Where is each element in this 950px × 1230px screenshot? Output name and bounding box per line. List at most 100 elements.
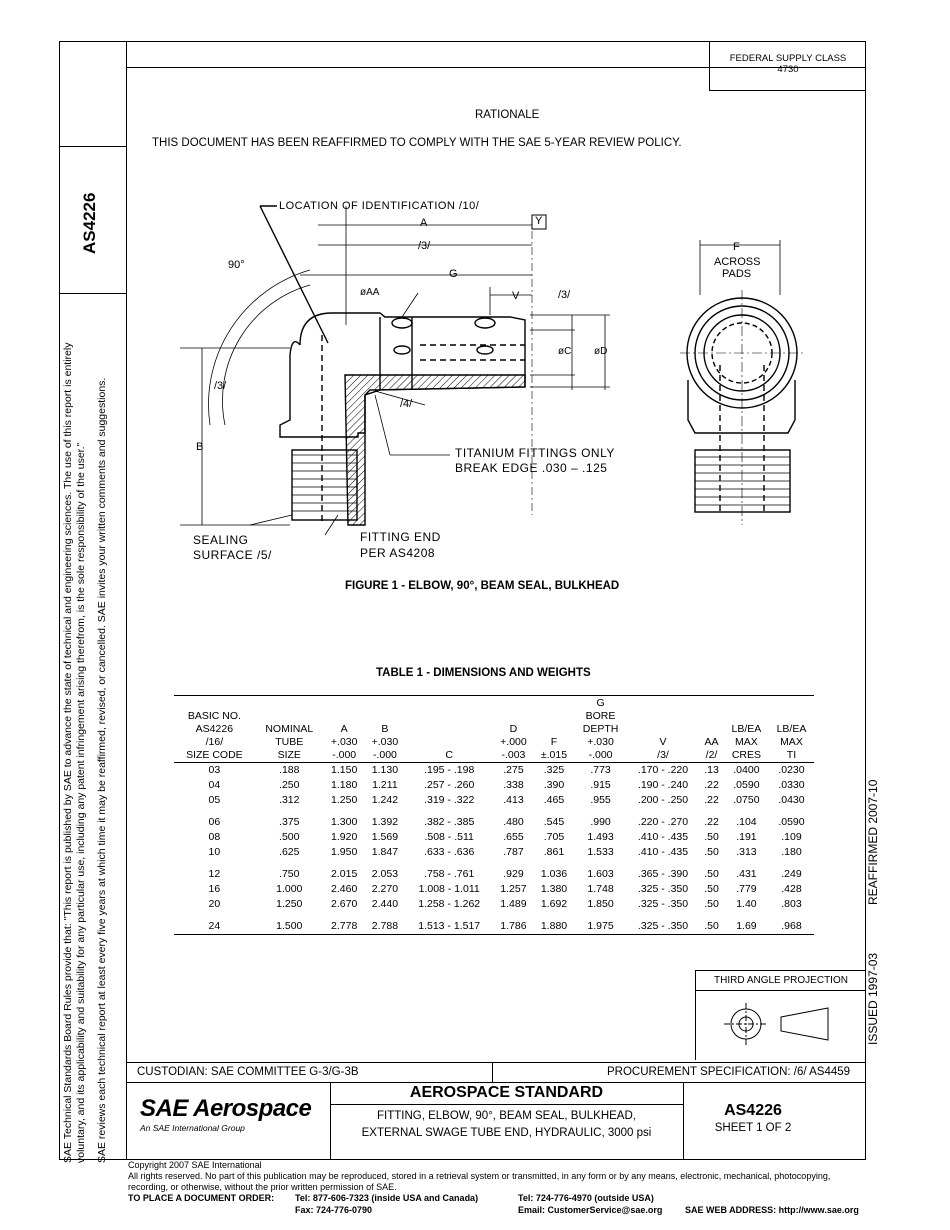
table-cell: .861 — [543, 846, 565, 858]
side-box-top — [59, 146, 126, 147]
table-header-line: -.000 — [588, 749, 613, 761]
table-header-cell: AA/2/ — [699, 697, 724, 763]
standard-heading: AEROSPACE STANDARD — [409, 1084, 604, 1101]
table-header-line: A — [340, 723, 348, 735]
footer-copyright: Copyright 2007 SAE International — [128, 1160, 262, 1170]
label-ref4: /4/ — [400, 398, 413, 410]
table-cell: 1.950 — [331, 846, 358, 858]
table-cell: .968 — [781, 920, 802, 932]
table-cell: 1.513 - 1.517 — [418, 920, 481, 932]
logo-divider — [330, 1082, 331, 1160]
table-title: TABLE 1 - DIMENSIONS AND WEIGHTS — [376, 667, 591, 679]
table-cell: 1.036 — [540, 868, 568, 880]
table-header-line: SIZE CODE — [186, 749, 243, 761]
footer-email[interactable]: Email: CustomerService@sae.org — [518, 1205, 663, 1215]
table-cell: 1.300 — [331, 816, 358, 828]
supply-class-box: FEDERAL SUPPLY CLASS 4730 — [709, 41, 866, 91]
table-cell: .773 — [590, 764, 611, 776]
standard-description-line1: FITTING, ELBOW, 90°, BEAM SEAL, BULKHEAD… — [377, 1110, 636, 1122]
table-cell: .22 — [704, 816, 719, 828]
label-A: A — [420, 217, 428, 229]
table-cell: .545 — [543, 816, 565, 828]
table-cell: 12 — [208, 868, 221, 880]
table-header-cell: B+.030-.000 — [365, 697, 406, 763]
sae-aerospace-logo: SAE Aerospace An SAE International Group — [140, 1096, 312, 1134]
table-cell: 1.500 — [276, 920, 303, 932]
table-cell: .705 — [543, 831, 565, 843]
table-header-line: -.003 — [501, 749, 526, 761]
table-cell: .50 — [704, 846, 719, 858]
table-cell: .779 — [736, 883, 757, 895]
table-header-cell: D+.000-.003 — [493, 697, 534, 763]
table-cell: .275 — [503, 764, 524, 776]
table-cell: .325 — [543, 764, 565, 776]
table-header-cell: A+.030-.000 — [324, 697, 365, 763]
table-header-line: C — [445, 749, 453, 761]
table-cell: 16 — [208, 883, 221, 895]
table-header-line: -.000 — [372, 749, 397, 761]
table-header-line: +.030 — [371, 736, 399, 748]
table-cell: 1.257 — [500, 883, 527, 895]
table-cell: .338 — [503, 779, 524, 791]
table-cell: 03 — [208, 764, 221, 776]
table-cell: .955 — [590, 794, 611, 806]
table-header-cell: F±.015 — [534, 697, 574, 763]
table-cell: .257 - .260 — [424, 779, 475, 791]
supply-class-label: FEDERAL SUPPLY CLASS — [729, 53, 847, 64]
table-cell: 10 — [208, 846, 221, 858]
footer-order-label: TO PLACE A DOCUMENT ORDER: — [128, 1193, 275, 1203]
table-cell: .365 - .390 — [637, 868, 689, 880]
footer-rights-line2: recording, or otherwise, without the pri… — [128, 1182, 397, 1192]
table-cell: 1.180 — [331, 779, 358, 791]
table-cell: .22 — [704, 794, 719, 806]
table-cell: .382 - .385 — [424, 816, 475, 828]
table-header-line: +.030 — [330, 736, 358, 748]
footer-web-address[interactable]: SAE WEB ADDRESS: http://www.sae.org — [685, 1205, 859, 1215]
table-cell: 1.748 — [587, 883, 614, 895]
table-cell: 1.850 — [587, 898, 614, 910]
footer-rights-line1: All rights reserved. No part of this pub… — [128, 1171, 831, 1181]
table-cell: 1.489 — [500, 898, 527, 910]
table-header-cell: V/3/ — [627, 697, 699, 763]
table-cell: 2.788 — [371, 920, 399, 932]
table-cell: .250 — [279, 779, 300, 791]
label-ref3-top: /3/ — [418, 240, 431, 252]
table-cell: .180 — [781, 846, 802, 858]
table-cell: .431 — [736, 868, 757, 880]
table-cell: .0330 — [778, 779, 805, 791]
table-cell: 1.493 — [587, 831, 614, 843]
rationale-text: THIS DOCUMENT HAS BEEN REAFFIRMED TO COM… — [152, 137, 682, 149]
table-cell: .500 — [279, 831, 300, 843]
table-header-line: /2/ — [705, 749, 718, 761]
table-cell: 1.692 — [540, 898, 568, 910]
table-cell: .200 - .250 — [637, 794, 689, 806]
table-cell: .413 — [503, 794, 524, 806]
label-titanium-line1: TITANIUM FITTINGS ONLY — [455, 446, 615, 460]
table-cell: 1.250 — [276, 898, 303, 910]
table-cell: 1.392 — [371, 816, 399, 828]
table-cell: .50 — [704, 868, 719, 880]
standard-description-line2: EXTERNAL SWAGE TUBE END, HYDRAULIC, 3000… — [361, 1127, 652, 1139]
table-header-line: BASIC NO. — [187, 710, 241, 722]
table-header-line: /3/ — [657, 749, 669, 761]
table-header-line: LB/EA — [731, 723, 762, 735]
table-cell: .104 — [736, 816, 757, 828]
projection-label: THIRD ANGLE PROJECTION — [696, 971, 866, 991]
table-cell: .50 — [704, 898, 719, 910]
table-cell: .428 — [781, 883, 802, 895]
table-cell: .170 - .220 — [637, 764, 689, 776]
table-cell: .0590 — [778, 816, 805, 828]
label-Y: Y — [535, 215, 543, 227]
table-cell: .191 — [736, 831, 757, 843]
footer-tel-us: Tel: 877-606-7323 (inside USA and Canada… — [295, 1193, 479, 1203]
table-header-line: DEPTH — [582, 723, 619, 735]
label-ref3-right: /3/ — [558, 289, 571, 301]
